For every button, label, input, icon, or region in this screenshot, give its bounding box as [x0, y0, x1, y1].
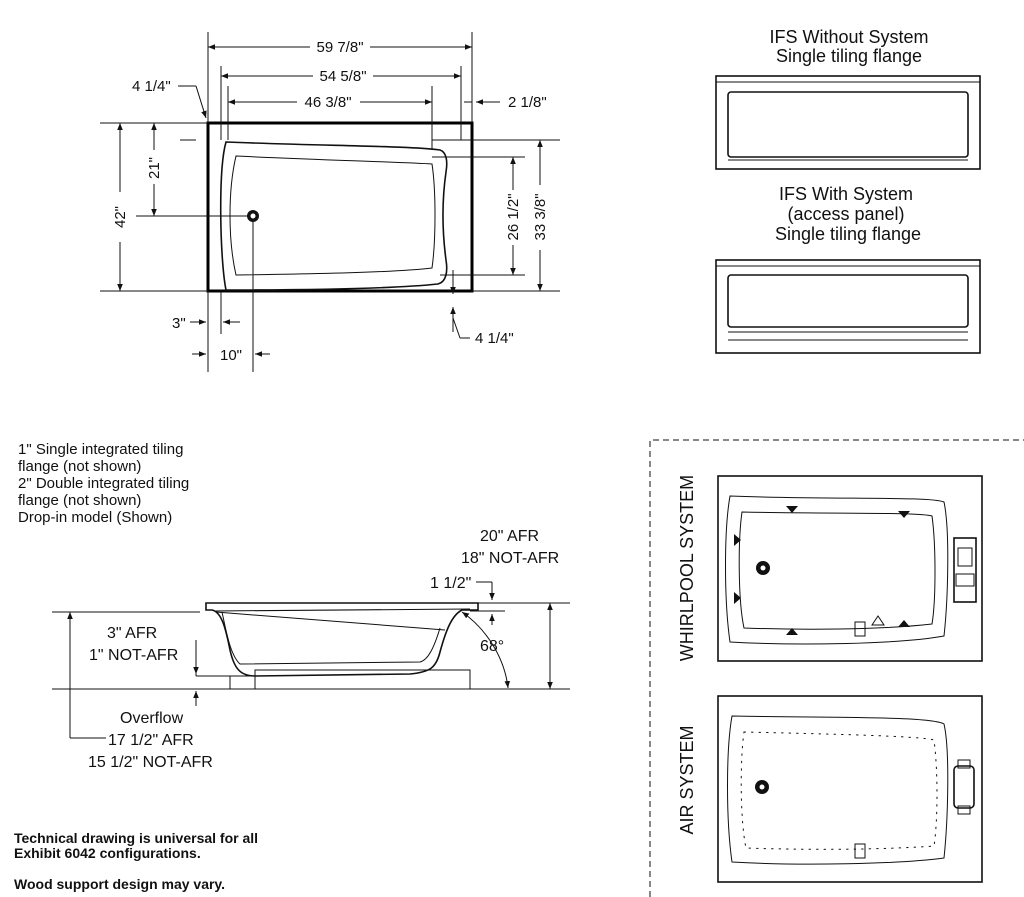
ifs-without-subtitle: Single tiling flange	[776, 46, 922, 66]
air-tub	[717, 695, 983, 883]
whirlpool-system-label: WHIRLPOOL SYSTEM	[677, 475, 697, 661]
ifs-with-system: IFS With System (access panel) Single ti…	[715, 184, 981, 354]
height-not-afr: 18" NOT-AFR	[461, 550, 559, 567]
air-system-label: AIR SYSTEM	[677, 725, 697, 834]
dim-drain-offset: 10"	[220, 347, 242, 364]
dim-bottom-left: 3"	[172, 315, 186, 332]
note-line-5: Drop-in model (Shown)	[18, 509, 173, 526]
footer-line-3: Wood support design may vary.	[14, 876, 226, 892]
note-line-1: 1" Single integrated tiling	[18, 441, 184, 458]
top-view: 59 7/8" 54 5/8" 46 3/8" 4 1/4" 2 1/8" 42…	[100, 32, 560, 372]
dim-depth: 42"	[112, 206, 129, 228]
tiling-notes: 1" Single integrated tiling flange (not …	[18, 441, 189, 526]
whirlpool-pump	[953, 537, 977, 603]
height-afr: 20" AFR	[480, 528, 539, 545]
ifs-with-subtitle: Single tiling flange	[775, 224, 921, 244]
note-line-4: flange (not shown)	[18, 492, 142, 509]
ifs-without-title: IFS Without System	[769, 27, 928, 47]
footer-line-1: Technical drawing is universal for all	[14, 830, 259, 846]
floor-afr: 3" AFR	[107, 625, 157, 642]
rim-dim: 1 1/2"	[430, 575, 471, 592]
systems-panel: WHIRLPOOL SYSTEM AIR SYSTEM	[649, 439, 1024, 897]
dim-inner-depth-1: 26 1/2"	[505, 193, 522, 240]
ifs-with-title: IFS With System	[779, 184, 913, 204]
ifs-without-system: IFS Without System Single tiling flange	[715, 27, 981, 170]
wall-angle: 68°	[480, 638, 504, 655]
tub-basin	[219, 141, 448, 291]
dim-inner-width: 46 3/8"	[304, 94, 351, 111]
dim-bottom-right: 4 1/4"	[475, 330, 514, 347]
dim-inner-depth-2: 33 3/8"	[532, 193, 549, 240]
wood-support	[254, 669, 471, 690]
footer-line-2: Exhibit 6042 configurations.	[14, 845, 201, 861]
note-line-2: flange (not shown)	[18, 458, 142, 475]
floor-not-afr: 1" NOT-AFR	[89, 647, 178, 664]
dim-overall-width: 59 7/8"	[316, 39, 363, 56]
dim-right-offset: 2 1/8"	[508, 94, 547, 111]
overflow-not-afr: 15 1/2" NOT-AFR	[88, 754, 213, 771]
overflow-label: Overflow	[120, 710, 184, 727]
air-blower	[953, 765, 975, 809]
note-line-3: 2" Double integrated tiling	[18, 475, 190, 492]
ifs-with-access: (access panel)	[787, 204, 904, 224]
dim-half-depth: 21"	[146, 157, 163, 179]
footer-notes: Technical drawing is universal for all E…	[14, 831, 258, 892]
dim-left-offset: 4 1/4"	[132, 78, 171, 95]
whirlpool-tub	[717, 475, 983, 662]
tub-outline	[206, 121, 474, 293]
overflow-afr: 17 1/2" AFR	[108, 732, 194, 749]
side-view: 20" AFR 18" NOT-AFR 1 1/2" 68° 3" AFR 1"…	[52, 528, 570, 771]
dim-width-2: 54 5/8"	[319, 68, 366, 85]
tub-side-profile	[205, 602, 479, 677]
